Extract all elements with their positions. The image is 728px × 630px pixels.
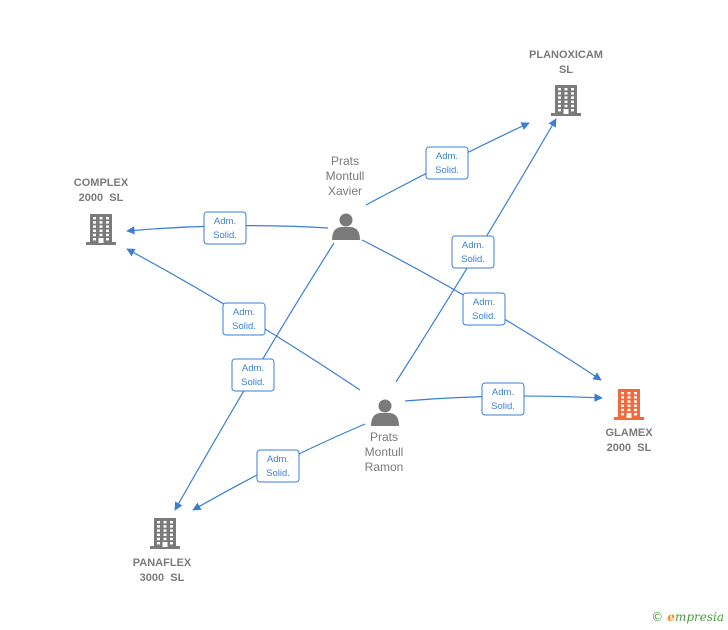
company-node-glamex[interactable]: GLAMEX 2000 SL (605, 389, 653, 454)
brand-footer: ©empresia (651, 610, 724, 624)
edge-label-text: Solid. (213, 230, 237, 241)
edge-label-text: Adm. (436, 151, 458, 162)
company-name: GLAMEX (605, 427, 653, 439)
brand-name: mpresia (674, 610, 724, 624)
edge-label[interactable]: Adm. Solid. (462, 292, 506, 326)
building-icon (614, 389, 644, 420)
company-name: 2000 SL (79, 192, 124, 204)
edge-ramon-complex: Adm. Solid. (126, 248, 361, 391)
company-name: SL (559, 64, 573, 76)
company-name: PANAFLEX (133, 557, 192, 569)
edge-label-text: Adm. (242, 363, 264, 374)
person-name: Xavier (328, 184, 362, 198)
edge-label-box (203, 211, 247, 245)
company-name: COMPLEX (74, 177, 129, 189)
edge-xavier-panaflex: Adm. Solid. (174, 242, 335, 511)
building-icon (86, 214, 116, 245)
person-name: Ramon (365, 460, 404, 474)
edge-label-box (481, 382, 525, 416)
copyright-symbol: © (651, 610, 664, 624)
edge-xavier-glamex: Adm. Solid. (361, 239, 602, 381)
building-icon (551, 85, 581, 116)
edge-label-text: Solid. (266, 468, 290, 479)
company-name: 2000 SL (607, 442, 652, 454)
edge-label-text: Solid. (472, 311, 496, 322)
edge-label-box (222, 302, 266, 336)
edge-label[interactable]: Adm. Solid. (222, 302, 266, 336)
person-name: Prats (331, 154, 359, 168)
edge-label[interactable]: Adm. Solid. (231, 358, 275, 392)
edge-label[interactable]: Adm. Solid. (425, 146, 469, 180)
edge-label-text: Adm. (233, 307, 255, 318)
edge-label[interactable]: Adm. Solid. (451, 235, 495, 269)
company-node-panaflex[interactable]: PANAFLEX 3000 SL (133, 518, 192, 584)
edge-label[interactable]: Adm. Solid. (481, 382, 525, 416)
edge-label-box (231, 358, 275, 392)
edge-label-text: Solid. (241, 377, 265, 388)
edge-label-text: Adm. (267, 454, 289, 465)
edge-label-text: Adm. (492, 387, 514, 398)
edge-label-text: Adm. (462, 240, 484, 251)
company-node-complex[interactable]: COMPLEX 2000 SL (74, 177, 129, 245)
brand-initial: e (667, 610, 675, 624)
edge-label-box (451, 235, 495, 269)
person-icon (332, 213, 360, 240)
company-name: 3000 SL (140, 572, 185, 584)
edge-ramon-planoxicam: Adm. Solid. (395, 118, 557, 383)
edge-label-text: Adm. (214, 216, 236, 227)
edge-ramon-panaflex: Adm. Solid. (192, 423, 366, 511)
company-node-planoxicam[interactable]: PLANOXICAM SL (529, 49, 603, 116)
edges-layer: Adm. Solid. Adm. Solid. Adm. Solid. Adm. Solid.… (126, 118, 603, 511)
edge-label-box (256, 449, 300, 483)
building-icon (150, 518, 180, 549)
edge-label-text: Adm. (473, 297, 495, 308)
person-name: Montull (326, 169, 365, 183)
edge-label[interactable]: Adm. Solid. (256, 449, 300, 483)
edge-label-text: Solid. (491, 401, 515, 412)
edge-xavier-complex: Adm. Solid. (126, 211, 329, 245)
edge-xavier-planoxicam: Adm. Solid. (365, 122, 530, 206)
edge-label-text: Solid. (232, 321, 256, 332)
company-name: PLANOXICAM (529, 49, 603, 61)
person-name: Prats (370, 430, 398, 444)
edge-label-box (425, 146, 469, 180)
edge-label-text: Solid. (461, 254, 485, 265)
edge-label[interactable]: Adm. Solid. (203, 211, 247, 245)
edge-label-box (462, 292, 506, 326)
edge-ramon-glamex: Adm. Solid. (404, 382, 603, 416)
edge-label-text: Solid. (435, 165, 459, 176)
nodes-layer: PLANOXICAM SL COMPLEX 2000 SL GLAMEX 2000 SL P… (74, 49, 653, 584)
person-name: Montull (365, 445, 404, 459)
person-icon (371, 399, 399, 426)
